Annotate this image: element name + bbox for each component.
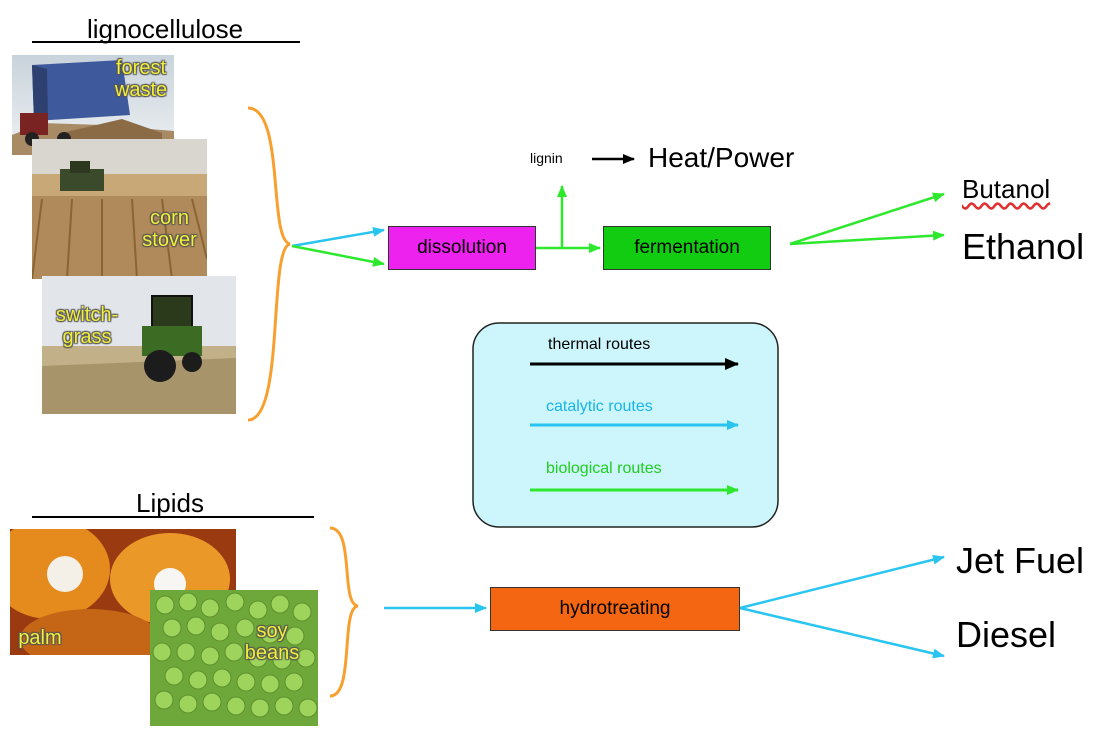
corn-stover-photo: corn stover <box>32 139 207 279</box>
legend-biological-label: biological routes <box>546 460 662 477</box>
combine-harvester-photo-icon <box>32 139 207 279</box>
lignocellulose-bracket <box>247 106 291 422</box>
catalytic-arrow-to-dissolution <box>291 226 385 248</box>
switchgrass-photo: switch- grass <box>42 276 236 414</box>
jet-fuel-label: Jet Fuel <box>956 540 1085 581</box>
lignin-label: lignin <box>530 150 563 166</box>
lipids-underline <box>32 516 314 518</box>
lipids-bracket <box>329 526 359 698</box>
biological-arrow-to-butanol <box>789 192 945 246</box>
dissolution-box: dissolution <box>388 226 536 270</box>
butanol-label: Butanol <box>962 174 1051 204</box>
switchgrass-label: switch- grass <box>55 304 119 348</box>
biological-arrow-to-dissolution <box>291 244 385 267</box>
palm-label: palm <box>18 627 62 649</box>
catalytic-arrow-to-diesel <box>739 606 945 659</box>
soybeans-label: soy beans <box>244 620 300 664</box>
tractor-photo-icon <box>42 276 236 414</box>
truck-photo-icon <box>12 55 174 155</box>
corn-stover-label: corn stover <box>142 207 197 251</box>
biological-arrow-to-ethanol <box>789 230 945 246</box>
soybeans-photo: soy beans <box>150 590 318 726</box>
heat-power-label: Heat/Power <box>648 142 795 173</box>
legend-thermal-label: thermal routes <box>548 336 651 353</box>
lignocellulose-underline <box>32 41 300 43</box>
ethanol-label: Ethanol <box>962 226 1085 267</box>
fermentation-box: fermentation <box>603 226 771 270</box>
hydrotreating-box: hydrotreating <box>490 587 740 631</box>
diesel-label: Diesel <box>956 614 1057 655</box>
lignocellulose-title: lignocellulose <box>86 14 244 44</box>
lipids-title: Lipids <box>136 488 204 518</box>
catalytic-arrow-to-jet-fuel <box>739 554 945 610</box>
forest-waste-photo: forest waste <box>12 55 174 155</box>
forest-waste-label: forest waste <box>114 57 168 101</box>
soybeans-photo-icon <box>150 590 318 726</box>
legend-catalytic-label: catalytic routes <box>546 398 653 415</box>
